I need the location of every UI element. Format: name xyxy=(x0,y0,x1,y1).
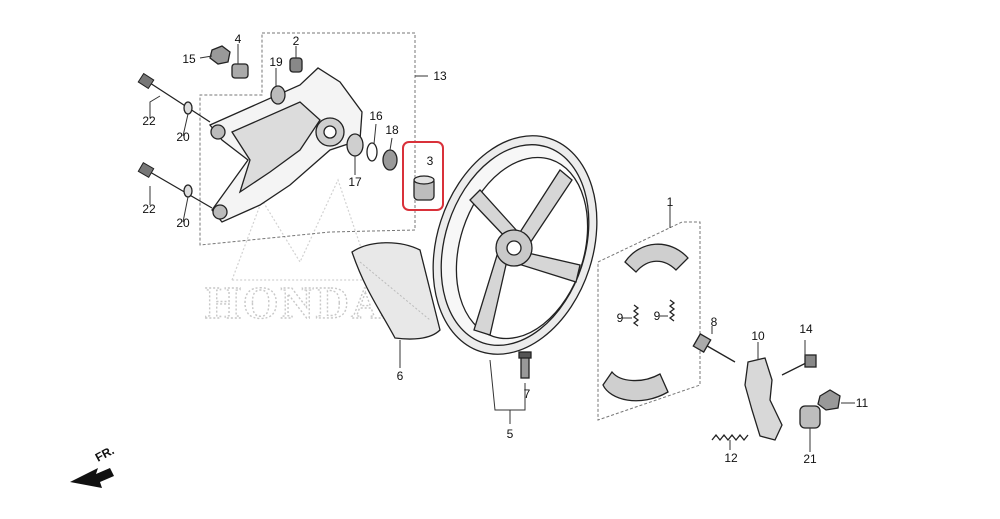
honda-watermark: HONDA xyxy=(204,178,386,329)
part-label-9-left: 9 xyxy=(617,311,624,325)
part-label-8: 8 xyxy=(711,315,718,329)
part-label-13: 13 xyxy=(433,69,447,83)
bearing-17 xyxy=(346,133,364,157)
part-label-21: 21 xyxy=(803,452,817,466)
oil-seal-18 xyxy=(382,149,398,171)
part-label-14: 14 xyxy=(799,322,813,336)
front-direction-arrow xyxy=(70,468,114,488)
bolt-22-upper xyxy=(137,72,211,123)
brake-shoe-upper xyxy=(624,243,689,273)
collar-21 xyxy=(799,405,821,429)
brake-cam-8 xyxy=(692,333,736,363)
swingarm-group-outline xyxy=(199,32,416,246)
brake-shoe-lower xyxy=(602,370,669,402)
bearing-19 xyxy=(270,85,286,105)
part-label-16: 16 xyxy=(369,109,383,123)
brake-group-outline xyxy=(597,221,701,421)
spring-9-right xyxy=(668,299,676,322)
part-label-4: 4 xyxy=(235,32,242,46)
swing-arm xyxy=(208,67,363,223)
part-label-22-upper: 22 xyxy=(142,114,156,128)
collar-4 xyxy=(231,63,249,79)
part-label-18: 18 xyxy=(385,123,399,137)
circlip-16 xyxy=(366,142,378,162)
collar-2 xyxy=(289,57,303,73)
part-label-5: 5 xyxy=(507,427,514,441)
part-label-15: 15 xyxy=(182,52,196,66)
part-label-12: 12 xyxy=(724,451,738,465)
part-label-20-upper: 20 xyxy=(176,130,190,144)
highlight-box xyxy=(402,141,444,211)
part-label-19: 19 xyxy=(269,55,283,69)
part-label-22-lower: 22 xyxy=(142,202,156,216)
nut-15 xyxy=(209,45,231,65)
part-label-11: 11 xyxy=(856,396,869,410)
part-label-10: 10 xyxy=(751,329,765,343)
washer-20-upper xyxy=(183,101,193,115)
direction-label: FR. xyxy=(93,443,117,464)
washer-20-lower xyxy=(183,184,193,198)
bolt-22-lower xyxy=(137,161,213,209)
part-label-2: 2 xyxy=(293,34,300,48)
part-labels: 1 2 3 4 5 6 7 8 9 9 10 11 12 13 14 15 16… xyxy=(142,32,868,466)
part-label-7: 7 xyxy=(524,387,531,401)
bolt-14 xyxy=(781,354,817,376)
inner-fender-6 xyxy=(351,242,441,340)
rear-wheel xyxy=(432,135,598,355)
part-label-6: 6 xyxy=(397,369,404,383)
valve-stem-7 xyxy=(518,351,532,379)
spring-12 xyxy=(711,433,749,442)
nut-11 xyxy=(817,389,841,411)
part-label-9-right: 9 xyxy=(654,309,661,323)
watermark-text: HONDA xyxy=(205,277,386,328)
part-label-3: 3 xyxy=(427,154,434,168)
part-label-17: 17 xyxy=(348,175,362,189)
part-label-1: 1 xyxy=(667,195,674,209)
brake-arm-10 xyxy=(744,357,783,441)
leader-lines xyxy=(149,44,855,452)
part-label-20-lower: 20 xyxy=(176,216,190,230)
spring-9-left xyxy=(632,304,640,327)
